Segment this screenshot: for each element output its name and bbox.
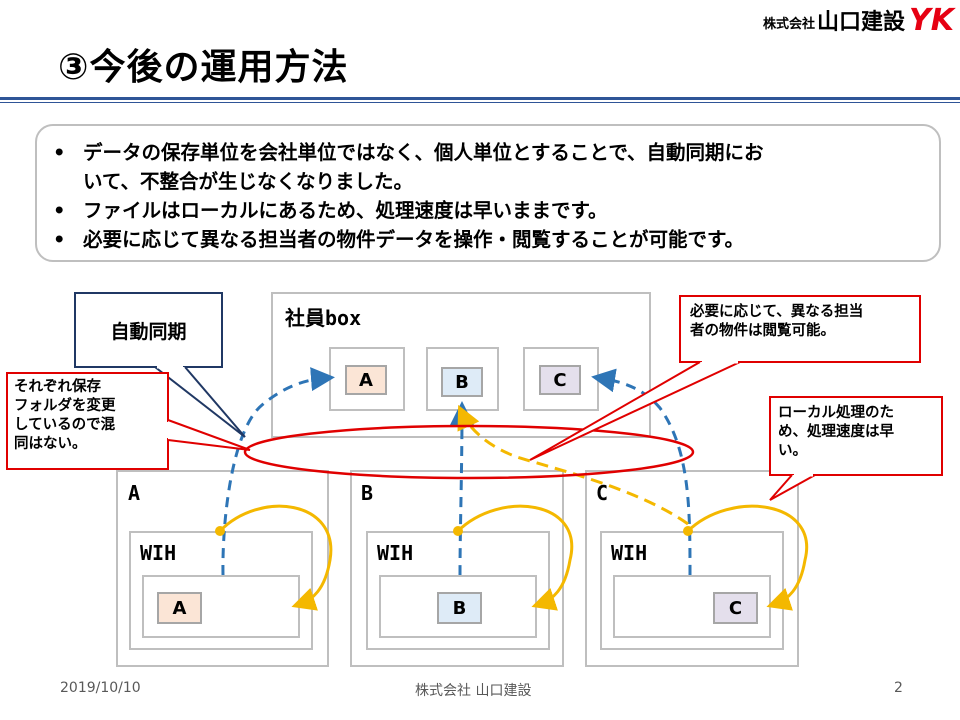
shared-chip-b: B [441, 367, 483, 397]
view-callout-tail [529, 361, 741, 461]
user-label-a: A [128, 481, 141, 505]
user-box-b [350, 470, 564, 667]
local-chip-a: A [157, 592, 202, 624]
shared-box-label: 社員box [285, 306, 362, 330]
callout-line: フォルダを変更 [14, 398, 116, 414]
auto-sync-callout-tail [154, 366, 246, 438]
bullet-item: データの保存単位を会社単位ではなく、個人単位とすることで、自動同期において、不整… [53, 138, 921, 196]
callout-line: 必要に応じて、異なる担当 [690, 304, 864, 320]
folders-callout-box [6, 372, 169, 470]
local-arrow-c [686, 504, 809, 611]
speed-callout-tail [769, 474, 816, 501]
callout-line: しているので混 [14, 417, 116, 433]
local-chip-b: B [437, 592, 482, 624]
view-callout-box [679, 295, 921, 363]
page-title: ③今後の運用方法 [58, 47, 349, 88]
callout-line: い。 [778, 443, 807, 459]
callout-line: それぞれ保存 [14, 379, 101, 395]
user-label-c: C [596, 481, 609, 505]
folders-callout-tail [167, 419, 251, 451]
logo-mark: YK [909, 3, 954, 38]
callout-line: 同はない。 [14, 436, 87, 452]
user-box-c [585, 470, 799, 667]
local-arrow-b [456, 504, 574, 611]
callout-line: 者の物件は閲覧可能。 [690, 323, 835, 339]
footer-date: 2019/10/10 [60, 680, 141, 696]
auto-sync-callout-box [74, 292, 223, 368]
header-rule [0, 97, 960, 100]
callout-line: め、処理速度は早 [778, 424, 894, 440]
wih-label-a: WIH [140, 541, 177, 565]
company-logo: 株式会社 山口建設 YK [763, 4, 954, 36]
wih-label-b: WIH [377, 541, 414, 565]
bullet-item: ファイルはローカルにあるため、処理速度は早いままです。 [53, 196, 921, 225]
shared-chip-c: C [539, 365, 581, 395]
logo-name: 山口建設 [817, 10, 906, 35]
sync-arrow-a [221, 367, 335, 576]
bullet-item: 必要に応じて異なる担当者の物件データを操作・閲覧することが可能です。 [53, 225, 921, 254]
footer-company: 株式会社 山口建設 [415, 683, 532, 699]
shared-chip-a: A [345, 365, 387, 395]
local-chip-c: C [713, 592, 758, 624]
bullet-text-cont: いて、不整合が生じなくなりました。 [83, 170, 413, 193]
sync-ellipse [243, 424, 695, 480]
folders-callout-text: それぞれ保存 フォルダを変更 しているので混 同はない。 [14, 378, 164, 454]
user-label-b: B [361, 481, 374, 505]
bullet-text: データの保存単位を会社単位ではなく、個人単位とすることで、自動同期にお [83, 141, 764, 164]
header-rule-thin [0, 102, 960, 103]
view-callout-text: 必要に応じて、異なる担当 者の物件は閲覧可能。 [690, 303, 918, 341]
sync-arrow-b [449, 401, 474, 576]
speed-callout-box [769, 396, 943, 476]
sync-arrow-c [591, 368, 692, 576]
callout-line: ローカル処理のた [778, 405, 894, 421]
speed-callout-text: ローカル処理のた め、処理速度は早 い。 [778, 404, 940, 461]
footer-page-number: 2 [894, 680, 903, 696]
local-arrow-a [218, 504, 333, 611]
logo-prefix: 株式会社 [762, 17, 815, 32]
view-arrow [457, 404, 689, 526]
auto-sync-callout: 自動同期 [110, 320, 187, 343]
wih-label-c: WIH [611, 541, 648, 565]
summary-box: データの保存単位を会社単位ではなく、個人単位とすることで、自動同期において、不整… [35, 124, 941, 262]
